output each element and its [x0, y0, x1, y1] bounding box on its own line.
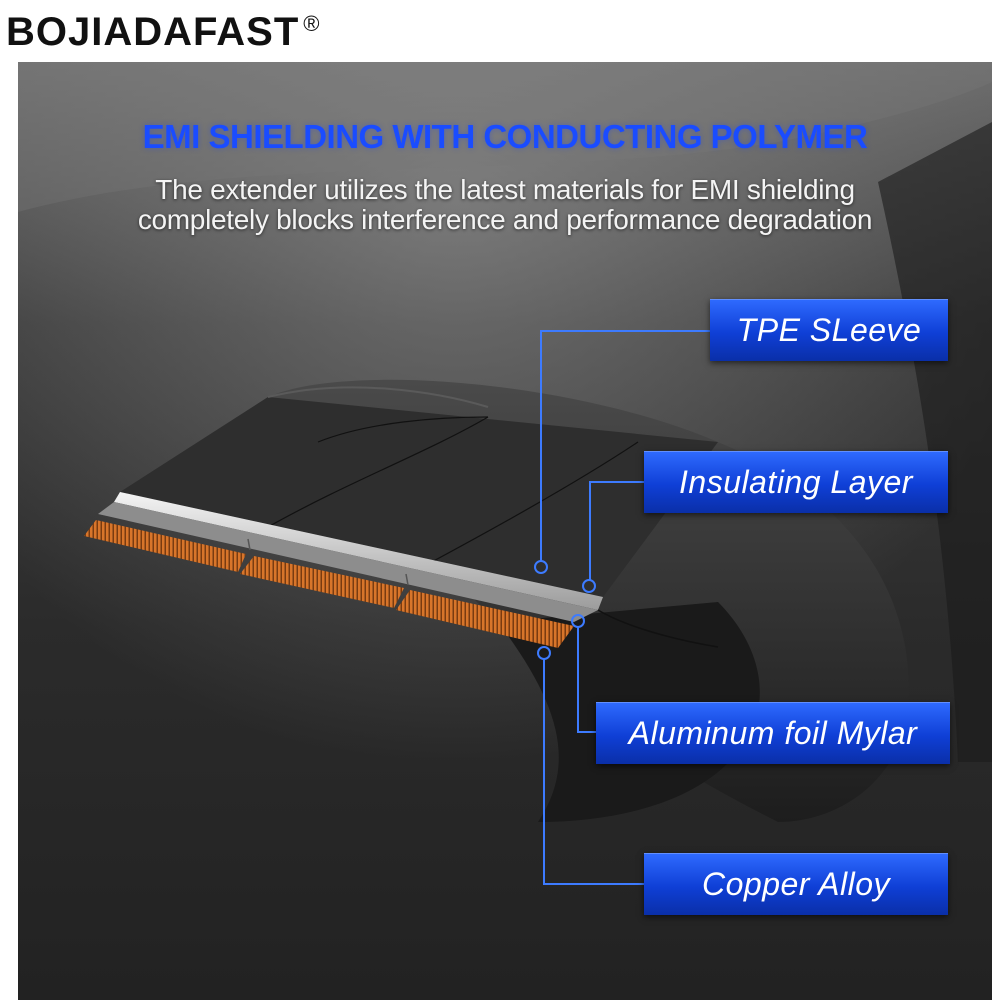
copper-alloy-label: Copper Alloy: [644, 853, 948, 915]
brand-name: BOJIADAFAST: [6, 10, 300, 54]
insulating-layer-label: Insulating Layer: [644, 451, 948, 513]
subtitle-line-2: completely blocks interference and perfo…: [137, 204, 873, 235]
brand-logo: BOJIADAFAST®: [6, 10, 320, 55]
aluminum-foil-mylar-label: Aluminum foil Mylar: [596, 702, 950, 764]
headline: EMI SHIELDING WITH CONDUCTING POLYMER: [142, 118, 868, 155]
subtitle-line-1: The extender utilizes the latest materia…: [155, 174, 855, 205]
tpe-sleeve-label: TPE SLeeve: [710, 299, 948, 361]
product-banner: EMI SHIELDING WITH CONDUCTING POLYMER Th…: [18, 62, 992, 1000]
registered-mark: ®: [303, 10, 321, 36]
